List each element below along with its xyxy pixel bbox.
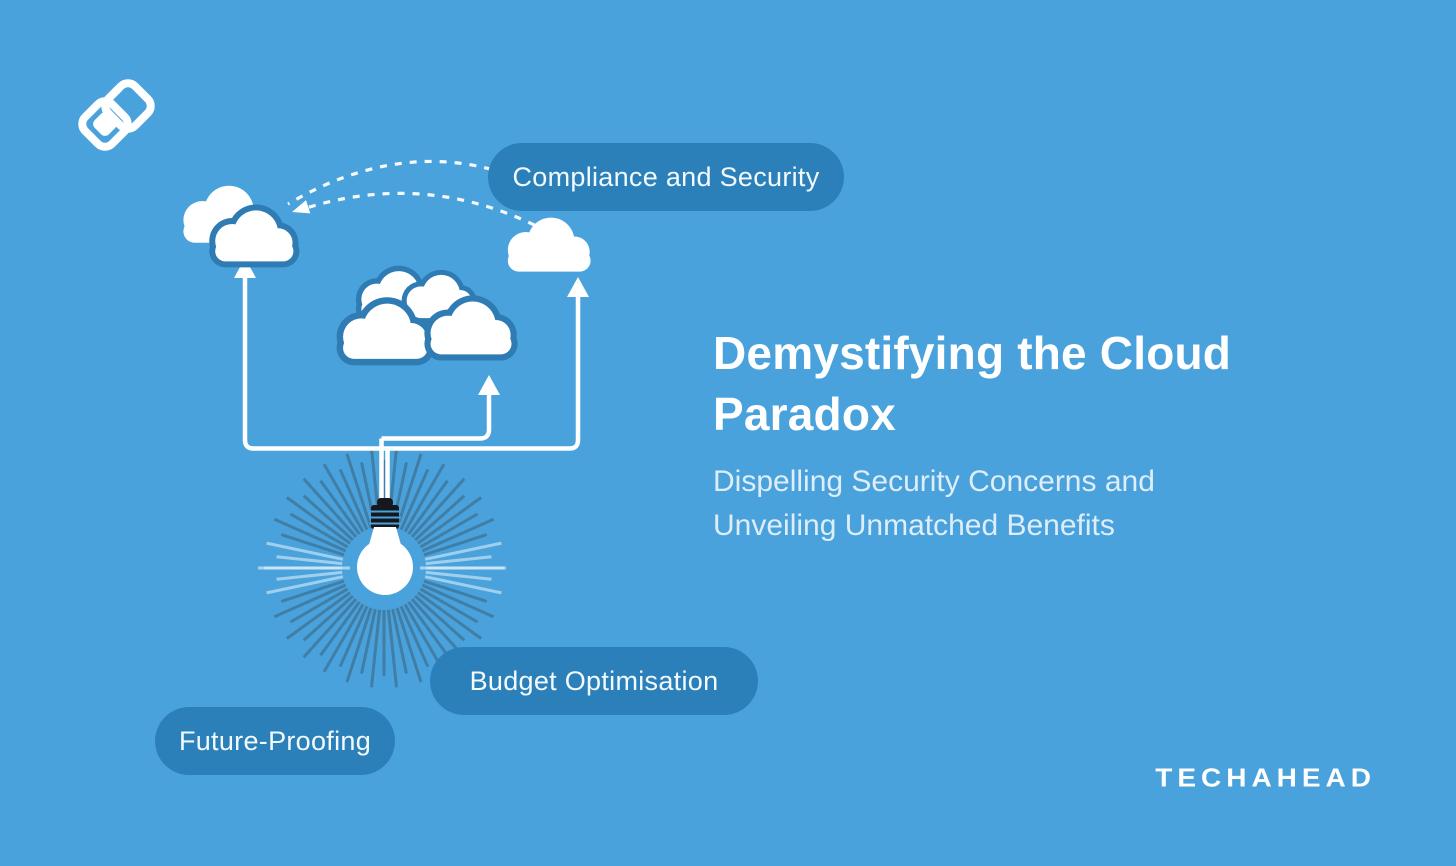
dashed-arc-lower-icon [292,191,549,234]
badge-budget-optimisation: Budget Optimisation [430,647,758,715]
up-arrow-center-icon [478,375,500,395]
badge-future-proofing: Future-Proofing [155,707,395,775]
title-line-1: Demystifying the Cloud [713,327,1232,379]
title-line-2: Paradox [713,388,896,440]
cloud-cluster [336,265,518,366]
page-subtitle: Dispelling Security Concerns and Unveili… [713,460,1155,548]
dashed-arc-upper-icon [287,159,561,206]
page-title: Demystifying the Cloud Paradox [713,323,1231,445]
badge-compliance-security: Compliance and Security [488,143,844,211]
techahead-wordmark: TECHAHEAD [1155,763,1376,792]
interlocked-rounded-squares-logo-icon [78,79,155,151]
subtitle-line-2: Unveiling Unmatched Benefits [713,509,1115,542]
subtitle-line-1: Dispelling Security Concerns and [713,465,1155,498]
light-rays-icon [258,448,506,688]
arrowheads [234,258,589,395]
cloud-icon [507,217,591,272]
up-arrow-left-icon [234,258,256,278]
lightbulb-icon [357,498,413,595]
up-arrow-right-icon [567,277,589,297]
